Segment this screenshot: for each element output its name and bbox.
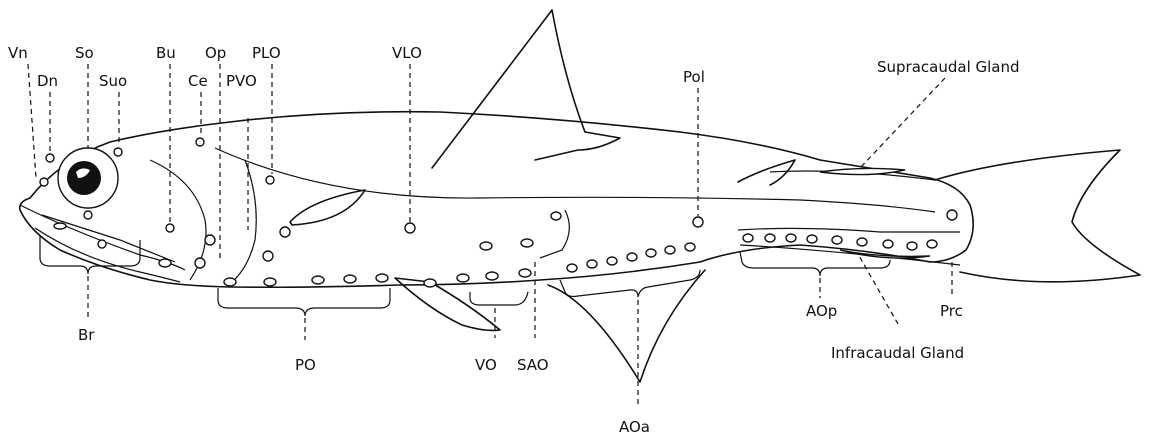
label-infracaudal: Infracaudal Gland xyxy=(831,344,964,362)
label-op: Op xyxy=(205,44,226,62)
label-vo: VO xyxy=(475,356,497,374)
photophore-sao xyxy=(521,239,533,247)
pectoral-fin xyxy=(290,190,365,225)
photophore-ce xyxy=(196,138,204,146)
photophore-prc xyxy=(907,242,917,250)
photophore-br xyxy=(98,240,106,248)
photophore-aop xyxy=(743,234,753,242)
label-pol: Pol xyxy=(683,68,705,86)
photophore-aoa xyxy=(646,249,656,257)
photophore-aoa xyxy=(627,253,637,261)
supracaudal-gland-shape xyxy=(820,168,905,174)
label-plo: PLO xyxy=(252,44,281,62)
label-bu: Bu xyxy=(156,44,176,62)
photophore-sao xyxy=(551,212,561,220)
lateral-contour xyxy=(215,148,935,212)
photophore-aop xyxy=(765,234,775,242)
photophore-prc xyxy=(927,240,937,248)
photophore-aoa xyxy=(685,243,695,251)
photophore-op-1 xyxy=(205,235,215,245)
photophore-pvo-2 xyxy=(263,251,273,261)
label-ce: Ce xyxy=(188,72,208,90)
sao-photophores xyxy=(480,212,561,250)
prc-photophores xyxy=(907,240,937,250)
label-aop: AOp xyxy=(806,302,837,320)
photophore-dn xyxy=(46,154,54,162)
photophore-po xyxy=(376,274,388,282)
photophore-plo xyxy=(266,176,274,184)
photophore-pol xyxy=(693,217,703,227)
photophore-suo xyxy=(114,148,122,156)
photophore-bu xyxy=(166,224,174,232)
aop-bracket-body xyxy=(738,228,960,232)
label-br: Br xyxy=(78,326,95,344)
label-so: So xyxy=(75,44,94,62)
photophore-vo xyxy=(457,274,469,282)
caudal-fin xyxy=(935,150,1140,282)
label-vn: Vn xyxy=(8,44,28,62)
preoperculum-line xyxy=(232,160,256,282)
label-sao: SAO xyxy=(517,356,549,374)
photophore-aop xyxy=(883,240,893,248)
photophore-vn xyxy=(40,178,48,186)
label-prc: Prc xyxy=(940,302,963,320)
label-pvo: PVO xyxy=(226,72,257,90)
photophore-so xyxy=(84,211,92,219)
leader-supracaudal xyxy=(860,78,945,168)
photophore-pvo-1 xyxy=(280,227,290,237)
photophore-aop xyxy=(807,235,817,243)
photophore-snout xyxy=(54,223,66,229)
photophore-br-2 xyxy=(159,259,171,267)
label-vlo: VLO xyxy=(392,44,422,62)
photophore-op-2 xyxy=(195,258,205,268)
photophore-aoa xyxy=(665,246,675,254)
photophore-sao xyxy=(480,242,492,250)
photophore-po xyxy=(264,278,276,286)
label-po: PO xyxy=(295,356,316,374)
maxilla xyxy=(42,215,175,262)
brace-vo xyxy=(470,292,528,305)
dorsal-fin xyxy=(432,10,620,168)
leader-infracaudal xyxy=(858,254,898,324)
photophore-po xyxy=(224,278,236,286)
photophore-vlo xyxy=(405,223,415,233)
photophore-vo xyxy=(519,269,531,277)
photophore-aop xyxy=(857,238,867,246)
photophore-vo xyxy=(424,279,436,287)
label-aoa: AOa xyxy=(619,418,650,436)
photophore-aop xyxy=(832,236,842,244)
photophore-aoa xyxy=(587,260,597,268)
label-suo: Suo xyxy=(99,72,127,90)
photophore-aop xyxy=(786,234,796,242)
adipose-fin xyxy=(738,160,795,185)
photophore-po xyxy=(312,276,324,284)
photophore-aoa xyxy=(567,264,577,272)
aoa-photophores xyxy=(567,243,695,272)
po-photophores xyxy=(224,274,388,286)
photophore-po xyxy=(344,275,356,283)
brace-aoa xyxy=(560,270,700,297)
label-dn: Dn xyxy=(37,72,58,90)
photophore-vo xyxy=(486,272,498,280)
photophore-aoa xyxy=(607,257,617,265)
label-supracaudal: Supracaudal Gland xyxy=(877,58,1020,76)
photophore-prc-upper xyxy=(947,210,957,220)
leader-vn xyxy=(28,64,36,178)
eye-pupil xyxy=(67,161,101,195)
brace-po xyxy=(218,288,390,316)
pelvic-fin xyxy=(395,278,500,330)
anal-fin xyxy=(548,270,705,382)
